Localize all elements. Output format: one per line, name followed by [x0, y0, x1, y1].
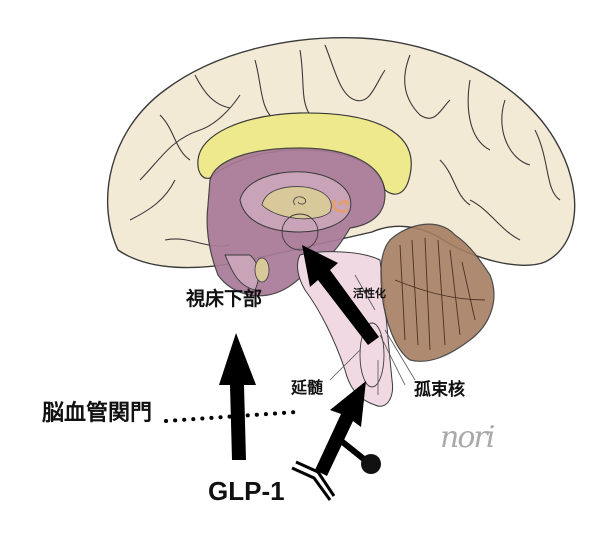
cerebellum	[380, 223, 495, 362]
nts-ellipse	[359, 322, 385, 388]
optic-detail	[254, 257, 270, 283]
brainstem	[297, 251, 394, 407]
nucleus-tractus-solitarius-label: 孤束核	[414, 380, 465, 400]
arrow-to-hypothalamus	[219, 333, 256, 460]
artist-signature: nori	[440, 420, 495, 455]
thalamus	[261, 186, 332, 220]
ligand-stalk	[338, 437, 367, 463]
blood-brain-barrier-dotted-line	[164, 410, 298, 423]
nerve-lines	[329, 274, 416, 395]
receptor-icon	[291, 460, 336, 501]
hypothalamus-circle	[281, 213, 319, 251]
glp1-ligand-icon	[361, 454, 381, 474]
hypothalamus-label: 視床下部	[186, 288, 263, 310]
glp1-label: GLP-1	[208, 476, 285, 506]
activation-label: 活性化	[353, 287, 386, 300]
pineal-detail	[332, 199, 349, 213]
arrow-activation	[302, 245, 379, 345]
arrow-to-medulla	[315, 381, 366, 476]
cerebellum-folia	[394, 237, 486, 351]
thalamus-swirl	[293, 196, 307, 206]
pituitary	[224, 254, 260, 291]
medulla-label: 延髄	[291, 378, 324, 397]
blood-brain-barrier-label: 脳血管関門	[42, 401, 153, 426]
